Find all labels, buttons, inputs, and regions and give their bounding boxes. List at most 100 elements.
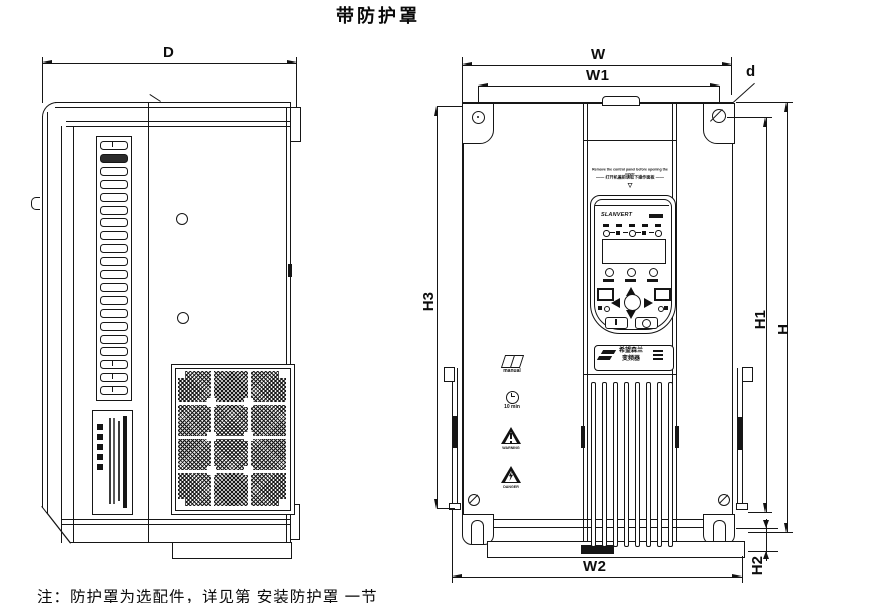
rail-right-clip — [737, 417, 742, 450]
louver-slot — [100, 373, 128, 383]
side-left-hook — [31, 197, 40, 210]
side-inner-line2 — [73, 126, 74, 543]
side-top-left-corner — [42, 102, 60, 120]
keypad-shift-led — [658, 306, 664, 312]
rail-left-foot — [449, 503, 461, 510]
keypad-bezel-seam — [595, 205, 669, 206]
brand-logo-deco-bar2 — [653, 354, 663, 356]
louver-slot-divider — [112, 361, 113, 367]
danger-icon-label: DANGER — [503, 484, 519, 489]
front-body-top — [462, 102, 733, 104]
rail-left-top-hook — [444, 367, 455, 382]
dim-h3-arrow-bottom — [434, 499, 438, 509]
timer-icon-label: 10 min — [504, 404, 520, 410]
dim-label-depth: D — [163, 44, 175, 61]
dim-w2-ext-right — [742, 556, 743, 583]
timer-clock-hand-h — [511, 396, 515, 398]
side-lid-bottom1 — [66, 121, 291, 122]
cover-clip-right — [674, 426, 679, 448]
dim-h1-ext-top — [727, 117, 772, 118]
rail-right-foot — [736, 503, 748, 510]
keypad-button-fun[interactable] — [649, 268, 658, 277]
dim-w2-arrow-right — [732, 574, 742, 578]
dim-h3-arrow-top — [434, 106, 438, 116]
dim-h2-arrow-bottom — [763, 551, 769, 559]
keypad-side-button-right[interactable] — [654, 288, 671, 301]
side-edge-clip — [288, 264, 292, 277]
manual-icon-label: manual — [503, 368, 521, 374]
brand-logo-deco-bar1 — [653, 350, 663, 352]
dim-d-line — [42, 63, 297, 64]
louver-slot-divider — [112, 142, 113, 147]
timer-clock-icon — [506, 391, 519, 404]
dim-label-width: W — [591, 46, 606, 63]
grille-corner-notch — [178, 371, 185, 378]
dim-h1-line — [766, 117, 767, 513]
led-unit-label-mark — [616, 224, 622, 227]
dim-w-ext-right — [731, 57, 732, 95]
front-body-left — [462, 102, 464, 528]
keypad-button-label3 — [647, 279, 658, 282]
front-bottom-line2 — [462, 527, 732, 529]
nameplate-char-mark — [97, 454, 103, 460]
dim-w-line — [462, 65, 732, 66]
footnote: 注：防护罩为选配件，详见第 安装防护罩 一节 — [37, 589, 378, 603]
dim-h2-ext-top — [736, 528, 778, 529]
side-left-edge1 — [42, 116, 44, 508]
keypad-esc-led — [604, 306, 610, 312]
grille-grid-line-h — [178, 470, 286, 473]
led-indicator — [629, 230, 636, 237]
led-indicator — [642, 230, 646, 235]
louver-slot — [100, 347, 128, 357]
keypad-arrow-right-button[interactable] — [644, 298, 653, 308]
drawing-title: 带防护罩 — [336, 6, 420, 26]
louver-slot — [100, 308, 128, 318]
nameplate-barcode-column — [123, 416, 127, 508]
grille-corner-notch — [279, 499, 286, 506]
led-dash — [609, 232, 615, 233]
brand-logo-text-line2: 变频器 — [622, 356, 641, 362]
side-screw-hole-top — [176, 213, 188, 225]
cover-warning-text-cn: —— 打开机盖前请取下操作面板 —— — [596, 175, 664, 180]
keypad-arrow-left-button[interactable] — [611, 298, 620, 308]
dim-w-arrow-left — [462, 62, 472, 66]
led-indicator — [603, 230, 610, 237]
dim-w1-arrow-left — [478, 83, 488, 87]
keypad-enter-knob[interactable] — [624, 294, 641, 311]
dim-h1-ext-bottom — [748, 512, 772, 513]
led-unit-label-mark — [655, 224, 661, 227]
keypad-button-label1 — [603, 279, 614, 282]
keypad-arrow-up-button[interactable] — [626, 287, 636, 296]
grille-corner-notch — [279, 371, 286, 378]
nameplate-text-column1 — [109, 418, 111, 504]
dim-h2-arrow-top — [763, 520, 769, 528]
dim-w1-arrow-right — [710, 83, 720, 87]
side-left-edge2 — [47, 112, 48, 514]
led-unit-label-mark — [642, 224, 648, 227]
nameplate-text-column2 — [113, 418, 115, 504]
cover-column-right-inner — [672, 103, 673, 543]
keypad-brand-text: SLANVERT — [601, 212, 633, 218]
dim-h1-arrow-top — [763, 117, 767, 127]
warning-exclamation-dot — [510, 441, 512, 443]
keypad-button-prg[interactable] — [605, 268, 614, 277]
front-screw-right — [718, 494, 730, 506]
grille-grid-line-h — [178, 436, 286, 439]
louver-slot — [100, 179, 128, 189]
heatsink-fin — [656, 382, 663, 547]
led-dash — [635, 232, 641, 233]
dim-w2-ext-left — [452, 510, 453, 583]
keypad-arrow-down-button[interactable] — [626, 310, 636, 319]
nameplate-char-mark — [97, 424, 103, 430]
side-right-edge — [290, 102, 292, 543]
dim-label-width2: W2 — [583, 558, 607, 575]
dim-w1-leader-right — [719, 86, 720, 112]
keypad-button-set[interactable] — [627, 268, 636, 277]
keypad-side-button-left[interactable] — [597, 288, 614, 301]
cover-column-left-inner — [587, 103, 588, 543]
louver-slot — [100, 141, 128, 150]
dim-h-ext-top — [736, 102, 793, 103]
nameplate-char-mark — [97, 464, 103, 470]
louver-slot — [100, 153, 128, 163]
